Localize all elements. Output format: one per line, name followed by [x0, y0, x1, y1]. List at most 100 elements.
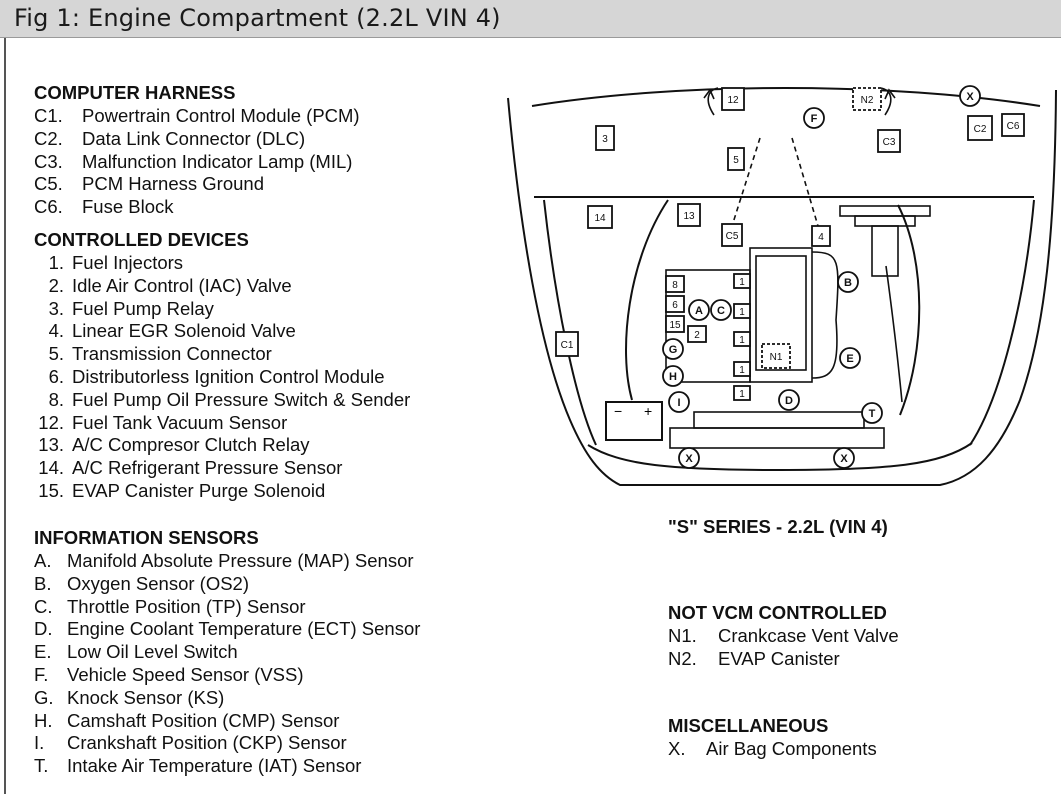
legend-label: Air Bag Components [706, 738, 877, 759]
legend-label: EVAP Canister Purge Solenoid [72, 479, 326, 501]
legend-label: Malfunction Indicator Lamp (MIL) [82, 150, 353, 172]
information-sensors-legend: INFORMATION SENSORS A.Manifold Absolute … [34, 526, 420, 778]
leader-dashed [731, 137, 761, 227]
diagram-box-label: N1 [770, 352, 783, 363]
legend-item: D.Engine Coolant Temperature (ECT) Senso… [34, 618, 420, 641]
legend-item: A.Manifold Absolute Pressure (MAP) Senso… [34, 550, 420, 573]
not-vcm-controlled-legend: NOT VCM CONTROLLED N1.Crankcase Vent Val… [668, 601, 899, 671]
diagram-box-label: 1 [739, 307, 745, 318]
legend-item: 6.Distributorless Ignition Control Modul… [34, 366, 410, 389]
legend-label: PCM Harness Ground [82, 173, 264, 195]
battery-plus: + [644, 403, 652, 419]
diagram-box-label: N2 [861, 95, 874, 106]
diagram-box-label: C1 [561, 340, 574, 351]
diagram-circle-marker [662, 365, 684, 387]
legend-code: 5. [48, 343, 64, 365]
legend-item: N1.Crankcase Vent Valve [668, 625, 899, 648]
computer-harness-heading: COMPUTER HARNESS [34, 82, 236, 103]
diagram-circle-marker [803, 107, 825, 129]
body-outline [507, 89, 1057, 486]
diagram-circle-marker [839, 347, 861, 369]
diagram-box-label: C3 [883, 137, 896, 148]
diagram-circle-marker [668, 391, 690, 413]
legend-code: H. [34, 709, 53, 731]
legend-code: C1. [34, 105, 63, 126]
diagram-box-marker [677, 203, 701, 227]
legend-label: Manifold Absolute Pressure (MAP) Sensor [67, 550, 414, 571]
diagram-box-label: 1 [739, 335, 745, 346]
legend-code: D. [34, 618, 53, 640]
legend-code: C3. [34, 150, 63, 172]
diagram-box-label: 4 [818, 232, 824, 243]
legend-label: Camshaft Position (CMP) Sensor [67, 709, 340, 731]
diagram-box-marker [733, 361, 751, 377]
diagram-circle-label: B [844, 277, 852, 289]
legend-code: 12. [38, 411, 64, 433]
diagram-subtitle: "S" SERIES - 2.2L (VIN 4) [668, 516, 888, 537]
legend-code: 2. [48, 274, 64, 296]
legend-code: C6. [34, 196, 63, 218]
battery-body [605, 401, 663, 441]
diagram-box-marker [555, 331, 579, 357]
legend-item: 14.A/C Refrigerant Pressure Sensor [34, 457, 410, 480]
diagram-box-label: 5 [733, 155, 739, 166]
diagram-box-marker [761, 343, 791, 369]
legend-item: H. Camshaft Position (CMP) Sensor [34, 710, 420, 733]
diagram-box-label: C5 [726, 231, 739, 242]
computer-harness-legend: COMPUTER HARNESS C1. Powertrain Control M… [34, 81, 360, 219]
inner-right-edge [969, 199, 1035, 446]
legend-item: 15.EVAP Canister Purge Solenoid [34, 480, 410, 503]
diagram-box-marker [665, 275, 685, 293]
legend-label: Fuel Tank Vacuum Sensor [72, 411, 288, 433]
legend-label: Intake Air Temperature (IAT) Sensor [67, 755, 362, 777]
legend-item: I.Crankshaft Position (CKP) Sensor [34, 732, 420, 755]
diagram-box-label: 3 [602, 134, 608, 145]
legend-label: Fuse Block [82, 196, 174, 218]
legend-code: 13. [38, 434, 64, 456]
diagram-box-label: 14 [594, 213, 606, 224]
legend-code: 4. [48, 320, 64, 342]
diagram-box-label: 8 [672, 280, 678, 291]
legend-label: EVAP Canister [718, 647, 840, 669]
diagram-box-marker [811, 225, 831, 247]
legend-item: 13.A/C Compresor Clutch Relay [34, 434, 410, 457]
legend-code: I. [34, 732, 45, 754]
diagram-circle-label: H [669, 371, 677, 383]
diagram-circle-marker [662, 338, 684, 360]
diagram-box-label: C2 [974, 124, 987, 135]
diagram-box-label: 6 [672, 300, 678, 311]
legend-label: Idle Air Control (IAC) Valve [72, 274, 292, 296]
legend-code: 6. [48, 365, 64, 387]
legend-code: E. [34, 641, 52, 663]
diagram-box-marker [877, 129, 901, 153]
miscellaneous-heading: MISCELLANEOUS [668, 715, 829, 736]
legend-label: Powertrain Control Module (PCM) [82, 105, 360, 126]
legend-item: C.Throttle Position (TP) Sensor [34, 596, 420, 619]
legend-item: B.Oxygen Sensor (OS2) [34, 573, 420, 596]
legend-code: 3. [48, 297, 64, 319]
leader-dashed [791, 137, 819, 227]
legend-item: 5.Transmission Connector [34, 343, 410, 366]
diagram-circle-marker [688, 299, 710, 321]
rotate-arrow [703, 87, 719, 116]
right-fender-curve [897, 204, 921, 416]
legend-label: Fuel Pump Relay [72, 297, 214, 319]
diagram-circle-label: X [840, 453, 848, 465]
legend-item: 4.Linear EGR Solenoid Valve [34, 320, 410, 343]
inner-left-edge [543, 199, 597, 446]
figure-title: Fig 1: Engine Compartment (2.2L VIN 4) [14, 4, 501, 32]
diagram-circle-marker [833, 447, 855, 469]
diagram-box-marker [721, 87, 745, 111]
legend-code: G. [34, 686, 54, 708]
miscellaneous-legend: MISCELLANEOUS X.Air Bag Components [668, 714, 877, 761]
diagram-box-label: 13 [683, 211, 695, 222]
legend-item: C2.Data Link Connector (DLC) [34, 128, 360, 151]
air-cleaner [839, 205, 931, 217]
legend-item: C3. Malfunction Indicator Lamp (MIL) [34, 151, 360, 174]
diagram-circle-marker [678, 447, 700, 469]
diagram-box-marker [727, 147, 745, 171]
diagram-box-marker [1001, 113, 1025, 137]
diagram-circle-marker [959, 85, 981, 107]
diagram-circle-label: F [811, 113, 818, 125]
